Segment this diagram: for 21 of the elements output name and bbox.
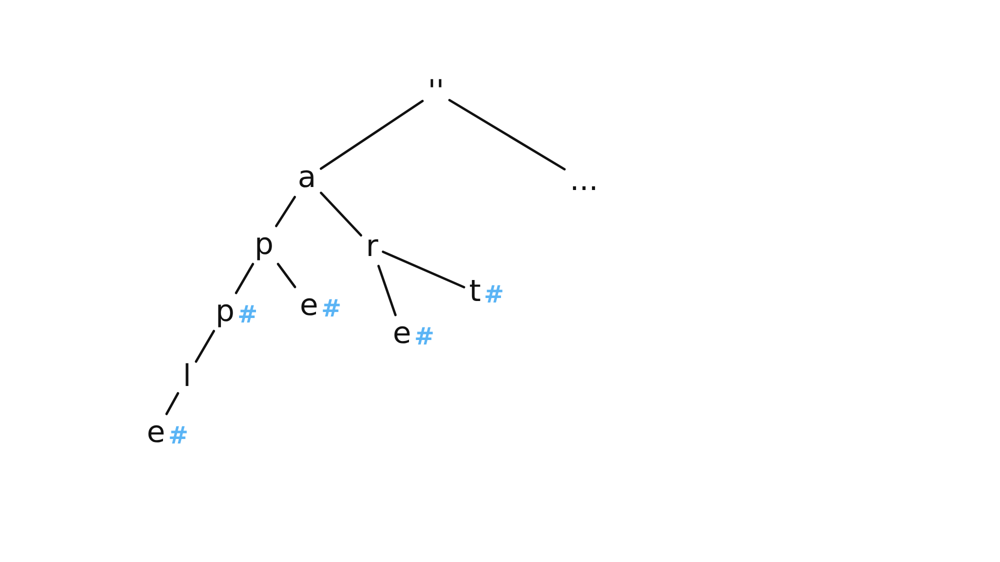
tree-edge [382, 250, 466, 288]
end-marker: # [321, 296, 342, 320]
trie-node-letter: ... [566, 164, 602, 198]
tree-edge [275, 196, 296, 228]
tree-edge [165, 392, 180, 416]
tree-edge [448, 98, 566, 170]
tree-edge [320, 192, 362, 237]
tree-edge [320, 100, 424, 170]
trie-node-letter: r [362, 230, 382, 264]
tree-edge [194, 330, 216, 363]
tree-edge [234, 262, 254, 294]
trie-node-letter: '' [424, 75, 448, 109]
trie-node-letter: a [294, 161, 320, 195]
trie-node-letter: l [180, 360, 194, 394]
end-marker: # [414, 324, 434, 348]
end-marker: # [168, 423, 188, 448]
end-marker: # [238, 302, 258, 326]
tree-edge [377, 264, 397, 316]
tree-edge [276, 262, 296, 288]
trie-node-letter: p [251, 228, 277, 262]
end-marker: # [484, 282, 504, 306]
